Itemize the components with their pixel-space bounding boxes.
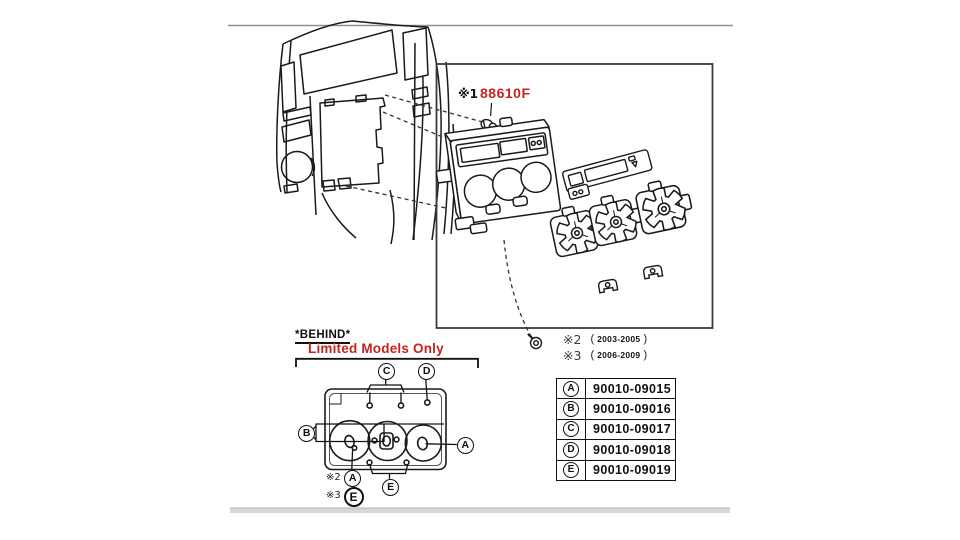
note-paren: ( [590, 349, 595, 361]
display-strip-drawing [561, 149, 653, 201]
note-paren: ) [643, 349, 648, 361]
part-label-tick [490, 102, 493, 117]
callout-a-right: A [456, 437, 474, 455]
part-number: 90010-09016 [593, 402, 672, 417]
behind-view-drawing [324, 388, 447, 471]
limited-models-bracket [295, 357, 479, 368]
part-number: 90010-09017 [593, 422, 672, 437]
note-mark: ※2 [563, 331, 582, 347]
table-letter-cell: D [557, 440, 586, 460]
table-letter-cell: B [557, 399, 586, 419]
leader-lines [345, 94, 533, 339]
part-label-mark: ※1 [458, 87, 479, 101]
note-paren: ( [590, 333, 595, 345]
callout-a-left: A [344, 469, 362, 487]
circled-letter: A [563, 380, 579, 397]
circled-letter: E [563, 462, 579, 479]
table-letter-cell: E [557, 460, 586, 480]
note-paren: ) [643, 333, 648, 345]
table-row: E 90010-09019 [557, 459, 675, 480]
table-row: A 90010-09015 [557, 379, 675, 399]
part-number: 90010-09018 [593, 442, 672, 457]
behind-heading: *BEHIND* [295, 329, 351, 344]
legend-mark-3: ※3 [326, 489, 341, 501]
table-letter-cell: C [557, 419, 586, 440]
callout-e-bottom: E [382, 479, 400, 497]
part-number: 90010-09019 [593, 463, 672, 478]
callout-d: D [418, 363, 436, 381]
table-letter-cell: A [557, 379, 586, 399]
year-note-row: ※2 ( 2003-2005 ) [563, 331, 650, 347]
legend-mark-2: ※2 [326, 471, 341, 483]
table-row: D 90010-09018 [557, 439, 675, 460]
circled-letter: D [563, 441, 579, 458]
callout-c: C [378, 363, 396, 381]
legend-letter-e: E [343, 487, 364, 507]
limited-models-label: Limited Models Only [308, 341, 444, 356]
year-note-row: ※3 ( 2006-2009 ) [563, 347, 650, 363]
exploded-view-box [435, 63, 714, 329]
part-label-code: 88610F [480, 85, 531, 101]
page-frame [228, 24, 733, 513]
note-years: 2003-2005 [597, 334, 641, 344]
circled-letter: C [563, 421, 579, 438]
dashboard-sketch [276, 20, 456, 245]
callout-b: B [298, 425, 316, 443]
table-row: B 90010-09016 [557, 398, 675, 419]
behind-callout-leaders [312, 378, 457, 479]
note-mark: ※3 [563, 347, 582, 363]
year-notes: ※2 ( 2003-2005 ) ※3 ( 2006-2009 ) [563, 331, 650, 363]
parts-table: A 90010-09015 B 90010-09016 C 90010-0901… [556, 378, 676, 481]
circled-letter: B [563, 401, 579, 418]
screw-drawing [527, 333, 543, 350]
table-row: C 90010-09017 [557, 418, 675, 440]
faceplate-drawing [435, 116, 562, 235]
note-years: 2006-2009 [597, 350, 641, 360]
part-number: 90010-09015 [593, 381, 672, 396]
